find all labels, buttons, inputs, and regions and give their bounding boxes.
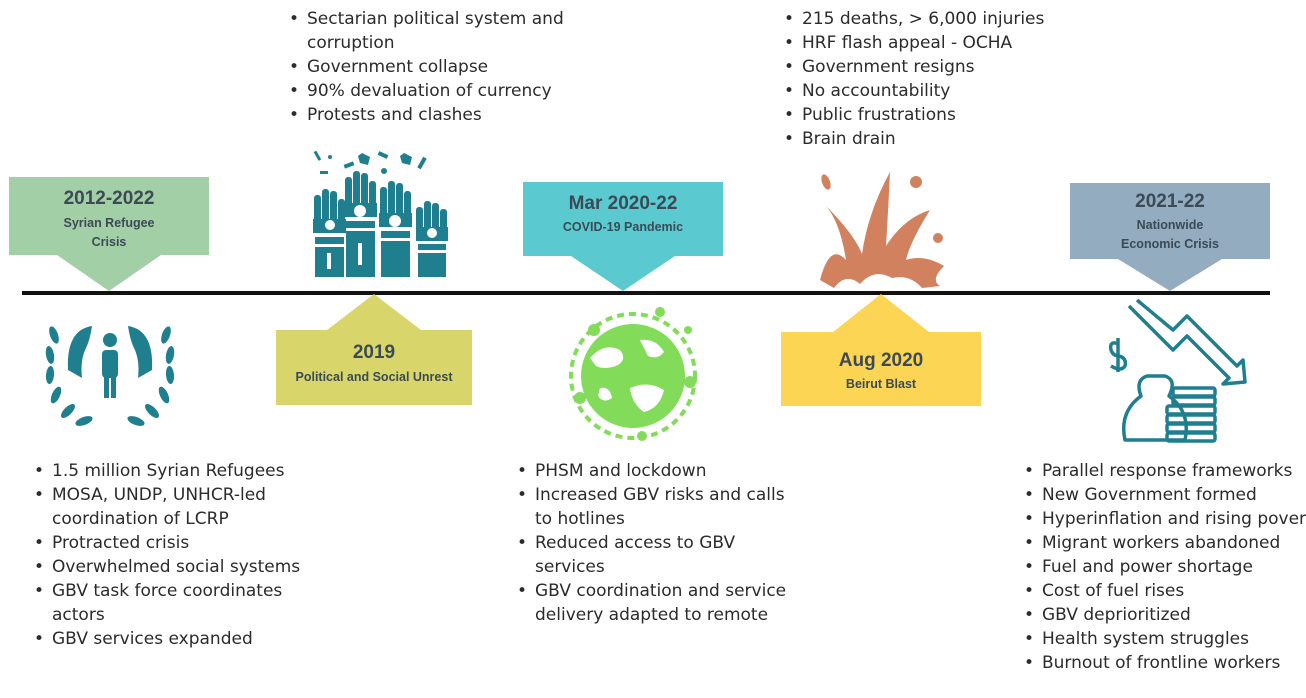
- list-item: PHSM and lockdown: [517, 459, 805, 483]
- list-item: Health system struggles: [1024, 627, 1306, 651]
- callout-shape: [276, 294, 472, 405]
- list-item: Cost of fuel rises: [1024, 579, 1306, 603]
- beirut-title: Beirut Blast: [845, 377, 917, 391]
- money-decline-icon: [1108, 298, 1247, 443]
- beirut-period: Aug 2020: [838, 350, 924, 371]
- callout-shape: [781, 294, 981, 406]
- list-item: Government resigns: [784, 55, 1102, 79]
- globe-virus-icon: [569, 307, 697, 441]
- splash-explosion-icon: [820, 172, 944, 288]
- callout-shape: [1070, 183, 1270, 291]
- list-item: Protracted crisis: [34, 531, 307, 555]
- list-item: GBV coordination and service delivery ad…: [517, 579, 805, 627]
- political-title: Political and Social Unrest: [295, 370, 453, 384]
- covid-pandemic-callout: Mar 2020-22 COVID-19 Pandemic: [523, 182, 723, 291]
- list-item: MOSA, UNDP, UNHCR-led coordination of LC…: [34, 483, 307, 531]
- list-item: GBV deprioritized: [1024, 603, 1306, 627]
- list-item: Government collapse: [289, 55, 607, 79]
- syrian-bullet-list: 1.5 million Syrian Refugees MOSA, UNDP, …: [30, 459, 307, 651]
- list-item: Reduced access to GBV services: [517, 531, 805, 579]
- political-period: 2019: [352, 342, 396, 363]
- list-item: 90% devaluation of currency: [289, 79, 607, 103]
- syrian-period: 2012-2022: [63, 188, 155, 209]
- list-item: GBV task force coordinates actors: [34, 579, 307, 627]
- list-item: HRF flash appeal - OCHA: [784, 31, 1102, 55]
- beirut-blast-callout: Aug 2020 Beirut Blast: [781, 294, 981, 406]
- economic-crisis-callout: 2021-22 Nationwide Economic Crisis: [1070, 183, 1270, 291]
- list-item: Burnout of frontline workers: [1024, 651, 1306, 675]
- covid-period: Mar 2020-22: [568, 193, 678, 214]
- political-bullet-list: Sectarian political system and corruptio…: [285, 7, 607, 127]
- list-item: Sectarian political system and corruptio…: [289, 7, 607, 55]
- list-item: Parallel response frameworks: [1024, 459, 1306, 483]
- beirut-bullet-list: 215 deaths, > 6,000 injuries HRF flash a…: [780, 7, 1102, 151]
- economic-title: Nationwide Economic Crisis: [1121, 218, 1219, 251]
- political-unrest-callout: 2019 Political and Social Unrest: [276, 294, 472, 405]
- syrian-title: Syrian Refugee Crisis: [63, 216, 155, 249]
- covid-title: COVID-19 Pandemic: [562, 220, 684, 234]
- list-item: 215 deaths, > 6,000 injuries: [784, 7, 1102, 31]
- list-item: GBV services expanded: [34, 627, 307, 651]
- list-item: No accountability: [784, 79, 1102, 103]
- list-item: Hyperinflation and rising poverty: [1024, 507, 1306, 531]
- un-emblem-icon: [45, 326, 175, 426]
- list-item: Overwhelmed social systems: [34, 555, 307, 579]
- list-item: Brain drain: [784, 127, 1102, 151]
- syrian-crisis-callout: 2012-2022 Syrian Refugee Crisis: [9, 177, 209, 291]
- list-item: New Government formed: [1024, 483, 1306, 507]
- callout-shape: [523, 182, 723, 291]
- list-item: Fuel and power shortage: [1024, 555, 1306, 579]
- covid-bullet-list: PHSM and lockdown Increased GBV risks an…: [513, 459, 805, 627]
- economic-bullet-list: Parallel response frameworks New Governm…: [1020, 459, 1306, 675]
- list-item: 1.5 million Syrian Refugees: [34, 459, 307, 483]
- raised-hands-icon: [313, 150, 448, 277]
- list-item: Migrant workers abandoned: [1024, 531, 1306, 555]
- list-item: Protests and clashes: [289, 103, 607, 127]
- callout-shape: [9, 177, 209, 291]
- list-item: Increased GBV risks and calls to hotline…: [517, 483, 805, 531]
- economic-period: 2021-22: [1135, 191, 1205, 212]
- timeline-line: [22, 291, 1270, 295]
- list-item: Public frustrations: [784, 103, 1102, 127]
